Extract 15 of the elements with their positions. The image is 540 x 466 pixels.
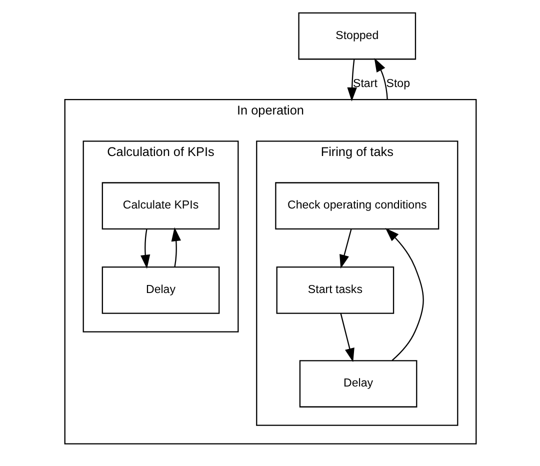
- arrow: [340, 313, 354, 362]
- node-box: Delay: [101, 266, 220, 314]
- edge-label: Stop: [386, 78, 410, 90]
- node-box: Stopped: [298, 12, 416, 60]
- edge-label: Start: [352, 78, 377, 90]
- arrow: [384, 228, 424, 361]
- arrow: [140, 228, 150, 269]
- arrow: [170, 227, 180, 268]
- node-box: Calculate KPIs: [101, 182, 220, 230]
- node-box: Start tasks: [276, 266, 394, 314]
- node-box: Check operating conditions: [274, 182, 439, 230]
- arrow: [339, 228, 352, 269]
- node-box: Delay: [298, 360, 417, 408]
- arrow: [346, 59, 356, 102]
- arrow: [374, 58, 388, 100]
